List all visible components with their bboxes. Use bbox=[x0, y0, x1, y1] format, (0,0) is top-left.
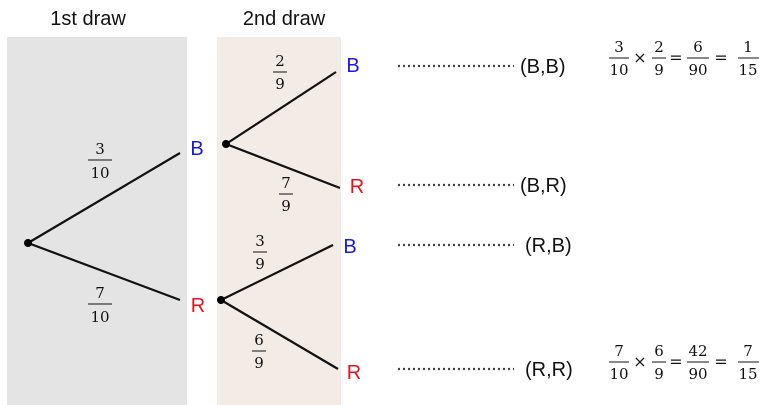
prob-second-BR-num: 7 bbox=[281, 174, 291, 192]
outcome-RB: (R,B) bbox=[525, 235, 572, 257]
eq-RR-eq2: = bbox=[714, 352, 727, 371]
branch-R-to-R bbox=[220, 299, 339, 370]
label-second-RB: B bbox=[343, 236, 356, 258]
prob-first-R-num: 7 bbox=[95, 284, 105, 302]
branch-R-to-B bbox=[220, 244, 334, 301]
eq-BB-d-num: 1 bbox=[743, 38, 753, 56]
prob-second-BB: 2 9 bbox=[273, 52, 287, 93]
branch-B-to-B bbox=[225, 71, 337, 145]
eq-BB-c-den: 90 bbox=[688, 61, 707, 79]
eq-RR-c-den: 90 bbox=[688, 365, 707, 383]
eq-BB-a-den: 10 bbox=[609, 61, 628, 79]
prob-second-RB-den: 9 bbox=[255, 255, 265, 273]
prob-second-BB-den: 9 bbox=[275, 75, 285, 93]
eq-BB-b-num: 2 bbox=[654, 38, 664, 56]
prob-second-RB-num: 3 bbox=[255, 232, 265, 250]
prob-second-RB: 3 9 bbox=[253, 232, 267, 273]
eq-RR-b-num: 6 bbox=[654, 342, 664, 360]
eq-BB-c-num: 6 bbox=[693, 38, 703, 56]
label-first-B: B bbox=[190, 138, 203, 160]
prob-second-BR: 7 9 bbox=[279, 174, 293, 215]
prob-first-B-num: 3 bbox=[95, 140, 105, 158]
eq-BB-times: × bbox=[633, 48, 646, 67]
branch-root-to-B bbox=[27, 152, 181, 244]
node-after-B bbox=[222, 140, 230, 148]
prob-second-BR-den: 9 bbox=[281, 197, 291, 215]
prob-second-RR-den: 9 bbox=[254, 354, 264, 372]
label-first-R: R bbox=[191, 295, 205, 317]
branch-root-to-R bbox=[27, 241, 181, 302]
eq-RR-b-den: 9 bbox=[654, 365, 664, 383]
eq-BB-eq1: = bbox=[669, 48, 682, 67]
second-draw-header: 2nd draw bbox=[243, 8, 326, 30]
eq-BB-eq2: = bbox=[714, 48, 727, 67]
equation-BB: 3 10 × 2 9 = 6 90 = 1 15 bbox=[609, 38, 759, 79]
eq-RR-times: × bbox=[633, 352, 646, 371]
outcome-BR: (B,R) bbox=[520, 175, 567, 197]
label-second-BR: R bbox=[350, 176, 364, 198]
eq-BB-a-num: 3 bbox=[614, 38, 624, 56]
branch-B-to-R bbox=[225, 142, 341, 190]
root-node bbox=[24, 239, 32, 247]
eq-RR-a-den: 10 bbox=[609, 365, 628, 383]
eq-BB-b-den: 9 bbox=[654, 61, 664, 79]
prob-first-R: 7 10 bbox=[88, 284, 112, 326]
second-draw-panel bbox=[217, 37, 341, 405]
prob-first-B: 3 10 bbox=[88, 140, 112, 182]
equation-RR: 7 10 × 6 9 = 42 90 = 7 15 bbox=[609, 342, 759, 383]
eq-RR-eq1: = bbox=[669, 352, 682, 371]
prob-second-RR: 6 9 bbox=[252, 331, 266, 372]
outcome-RR: (R,R) bbox=[525, 359, 573, 381]
eq-RR-d-num: 7 bbox=[743, 342, 753, 360]
first-draw-panel bbox=[7, 37, 187, 405]
prob-second-BB-num: 2 bbox=[275, 52, 285, 70]
node-after-R bbox=[217, 296, 225, 304]
label-second-RR: R bbox=[347, 362, 361, 384]
eq-BB-d-den: 15 bbox=[738, 61, 757, 79]
prob-second-RR-num: 6 bbox=[254, 331, 264, 349]
eq-RR-c-num: 42 bbox=[688, 342, 707, 360]
outcome-BB: (B,B) bbox=[520, 56, 566, 78]
label-second-BB: B bbox=[346, 55, 359, 77]
eq-RR-d-den: 15 bbox=[738, 365, 757, 383]
first-draw-header: 1st draw bbox=[50, 8, 126, 30]
eq-RR-a-num: 7 bbox=[614, 342, 624, 360]
prob-first-B-den: 10 bbox=[90, 164, 109, 182]
prob-first-R-den: 10 bbox=[90, 308, 109, 326]
